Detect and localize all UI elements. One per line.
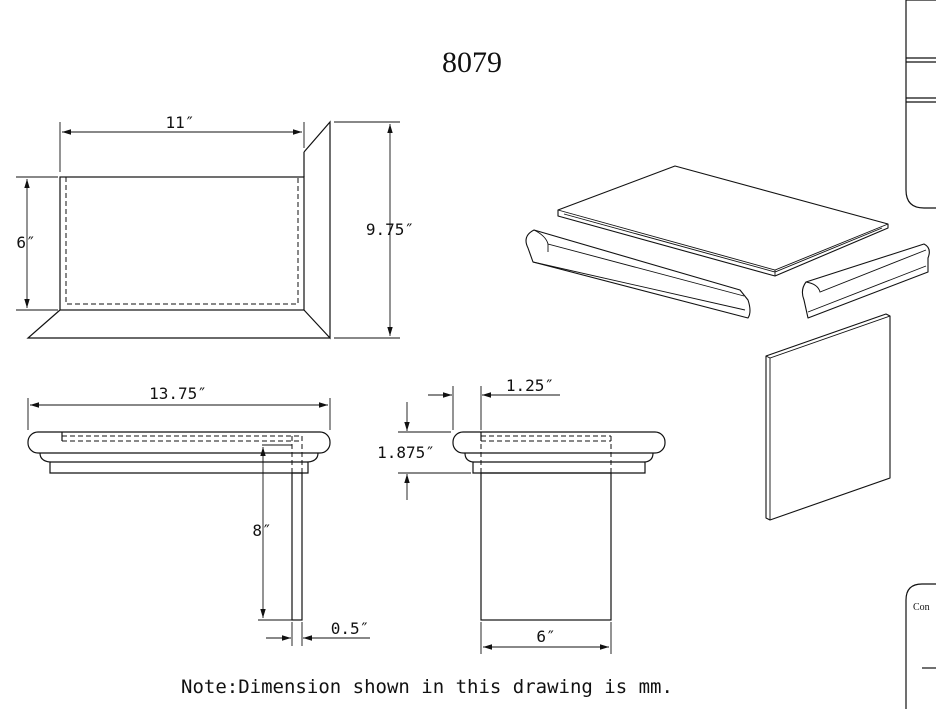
dim-leg-height: 8″ (252, 521, 271, 540)
iso-front-molding (525, 229, 751, 319)
iso-top-panel (557, 165, 889, 277)
drawing-title: 8079 (442, 46, 502, 79)
dim-side-width: 6″ (536, 627, 555, 646)
dim-top-width: 11″ (166, 113, 195, 132)
dim-front-width: 13.75″ (149, 384, 207, 403)
dim-lip-width: 1.25″ (506, 376, 554, 395)
drawing-note: Note:Dimension shown in this drawing is … (181, 676, 673, 698)
dim-panel-thickness: 0.5″ (331, 619, 370, 638)
iso-side-panel (765, 313, 891, 521)
isometric-view (525, 165, 930, 521)
dim-shelf-thickness: 1.875″ (377, 443, 435, 462)
title-block-label: Con (913, 602, 930, 613)
dim-overall-height: 9.75″ (366, 220, 414, 239)
side-view: 1.25″ 1.875″ 6″ (377, 376, 666, 654)
front-view: 13.75″ 8″ 0.5″ (27, 384, 370, 646)
title-block-fragment: Con (905, 0, 936, 709)
iso-side-molding (801, 243, 930, 319)
dim-top-height: 6″ (16, 233, 35, 252)
top-view: 11″ 6″ 9.75″ (16, 113, 414, 340)
